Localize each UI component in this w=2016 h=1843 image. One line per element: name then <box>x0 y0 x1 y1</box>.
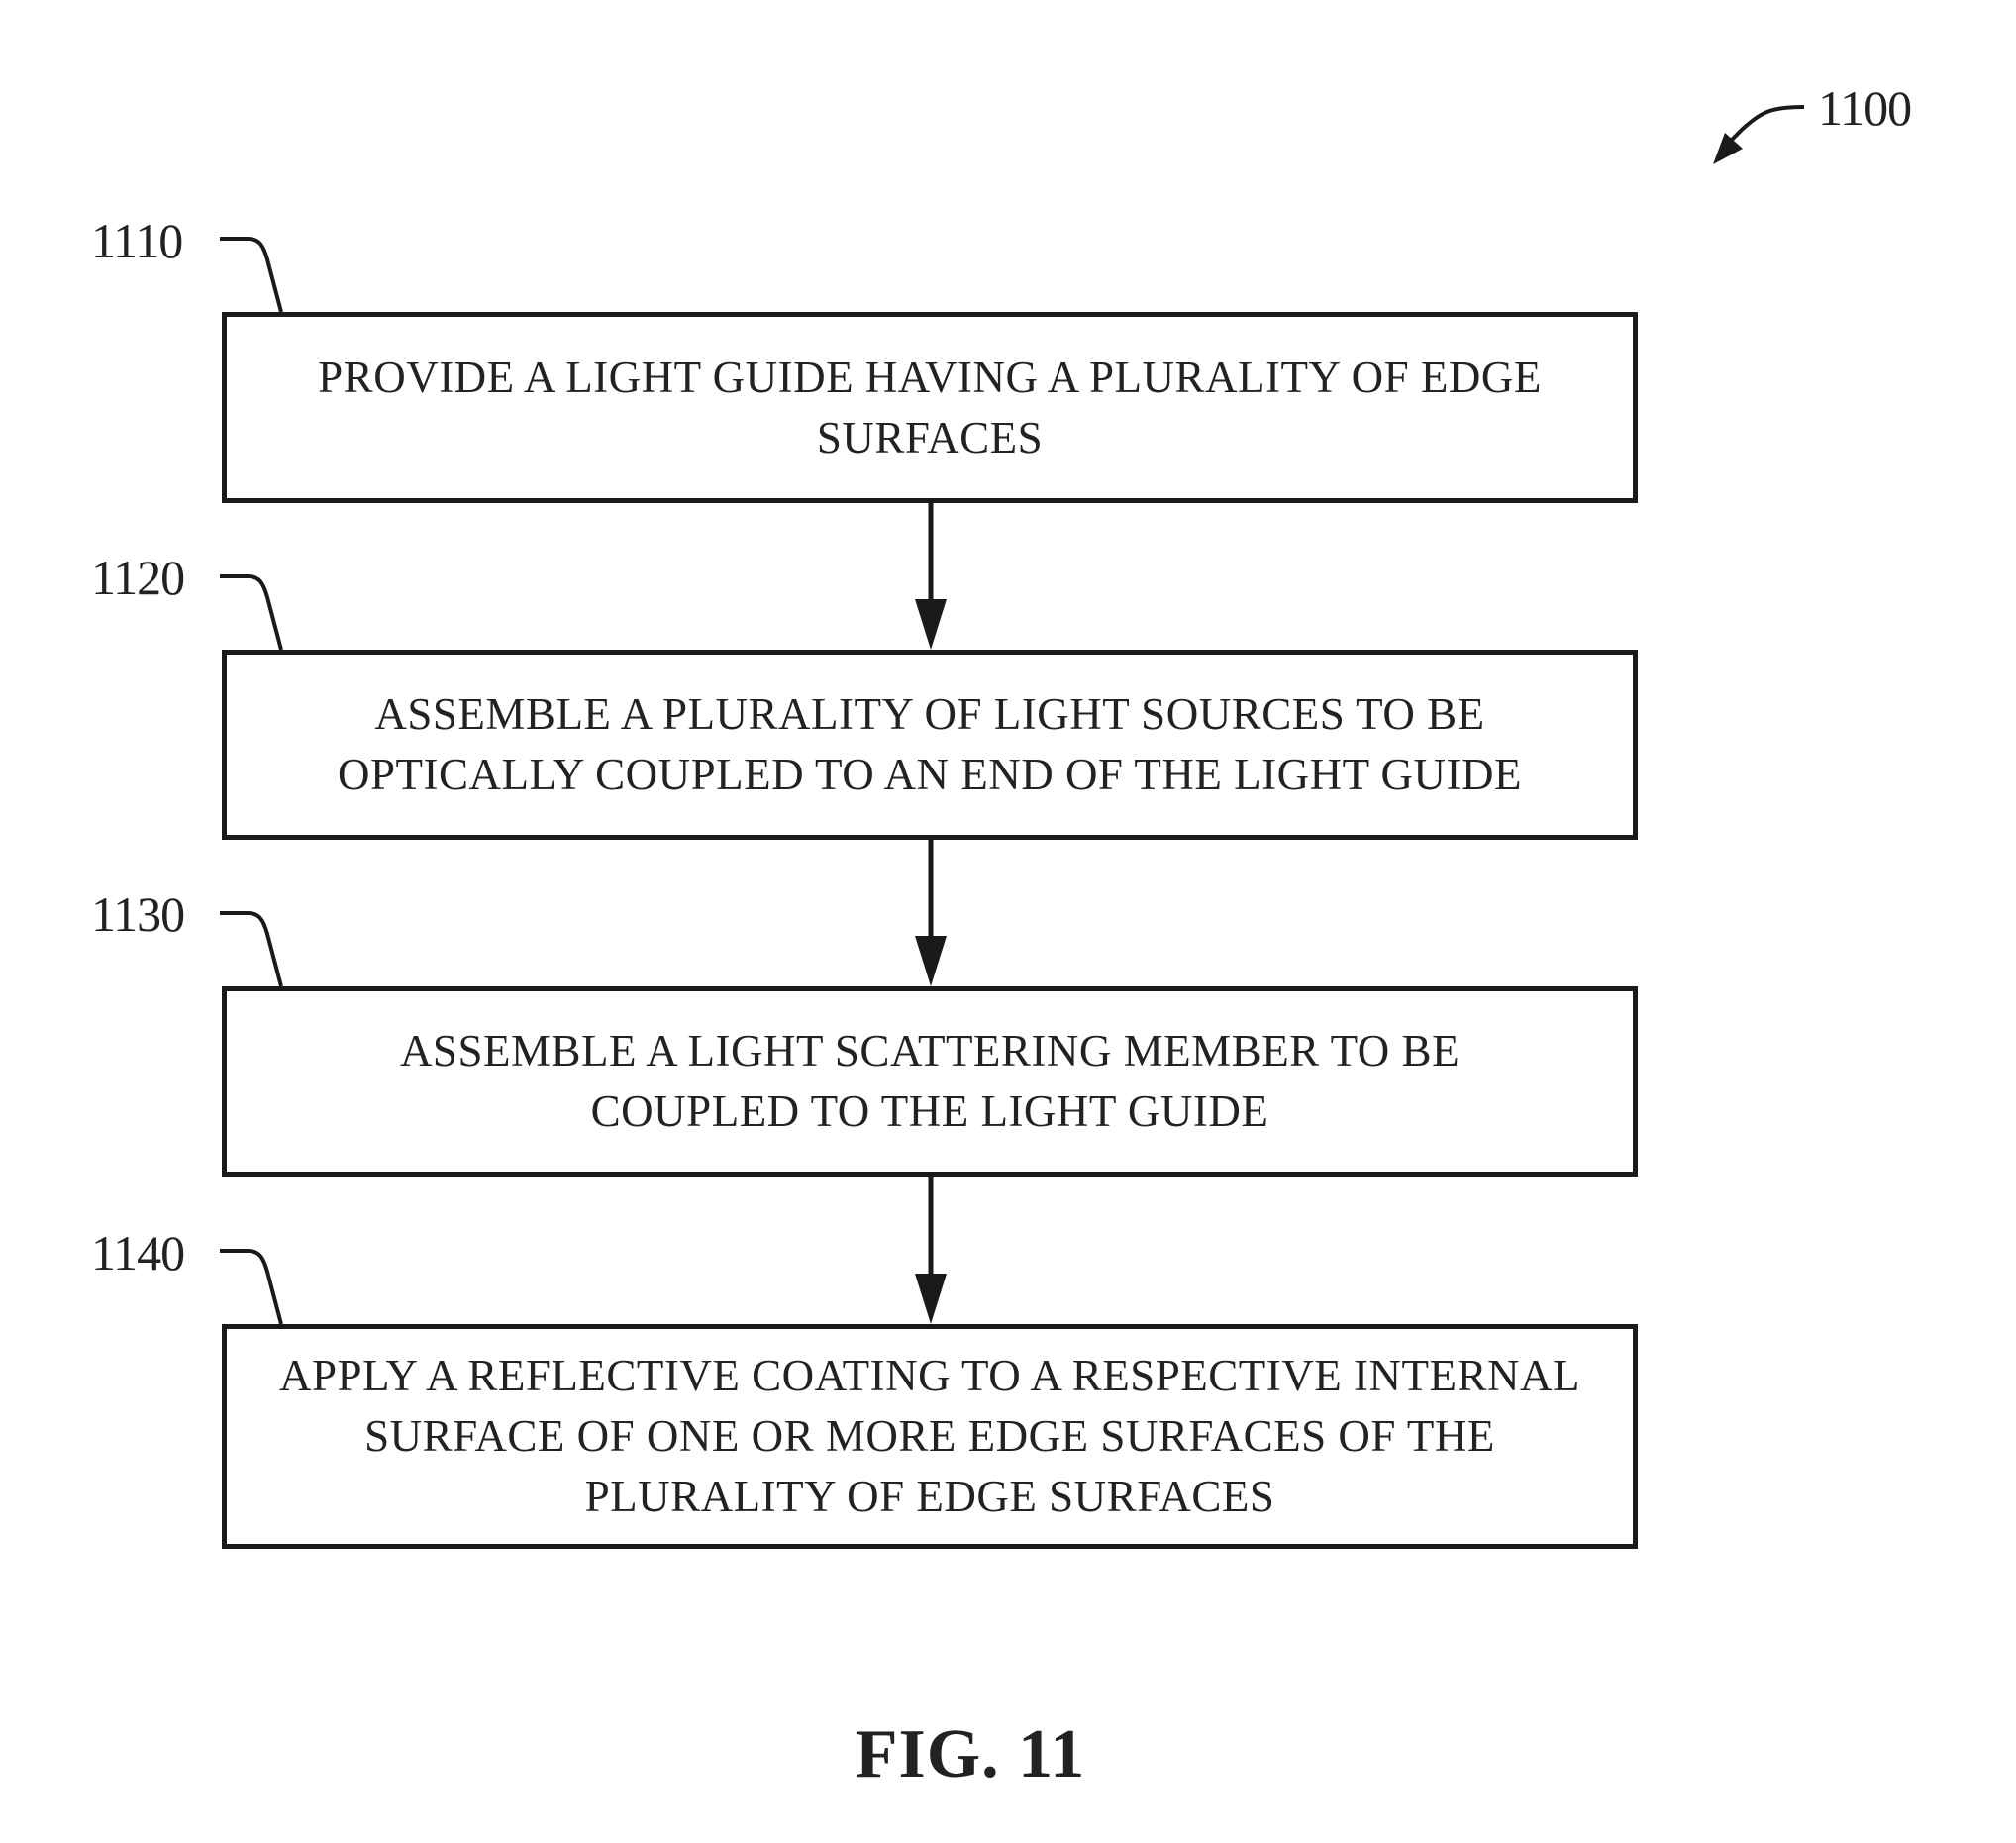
step-text: PROVIDE A LIGHT GUIDE HAVING A PLURALITY… <box>227 348 1633 468</box>
step-ref-number: 1110 <box>91 216 182 265</box>
step-box-1120: ASSEMBLE A PLURALITY OF LIGHT SOURCES TO… <box>222 650 1638 840</box>
figure-caption: FIG. 11 <box>0 1715 1941 1794</box>
step-box-1130: ASSEMBLE A LIGHT SCATTERING MEMBER TO BE… <box>222 986 1638 1177</box>
step-text: ASSEMBLE A PLURALITY OF LIGHT SOURCES TO… <box>227 684 1633 805</box>
step-text: ASSEMBLE A LIGHT SCATTERING MEMBER TO BE… <box>227 1021 1633 1142</box>
step-ref-leader-1120 <box>220 576 281 650</box>
step-box-1140: APPLY A REFLECTIVE COATING TO A RESPECTI… <box>222 1324 1638 1549</box>
flow-arrow-1120-1130-head <box>915 936 947 986</box>
step-ref-leader-1110 <box>220 239 281 312</box>
figure-ref-arrowhead <box>1713 133 1743 164</box>
step-ref-leader-1130 <box>220 913 281 986</box>
step-ref-number: 1130 <box>91 889 184 939</box>
step-box-1110: PROVIDE A LIGHT GUIDE HAVING A PLURALITY… <box>222 312 1638 503</box>
flow-arrow-1110-1120-head <box>915 599 947 650</box>
step-ref-number: 1140 <box>91 1228 184 1278</box>
figure-ref-number: 1100 <box>1818 83 1911 133</box>
step-ref-leader-1140 <box>220 1251 281 1324</box>
flow-arrow-1130-1140-head <box>915 1274 947 1324</box>
step-text: APPLY A REFLECTIVE COATING TO A RESPECTI… <box>227 1346 1633 1527</box>
step-ref-number: 1120 <box>91 553 184 602</box>
figure-ref-leader <box>1731 107 1804 141</box>
